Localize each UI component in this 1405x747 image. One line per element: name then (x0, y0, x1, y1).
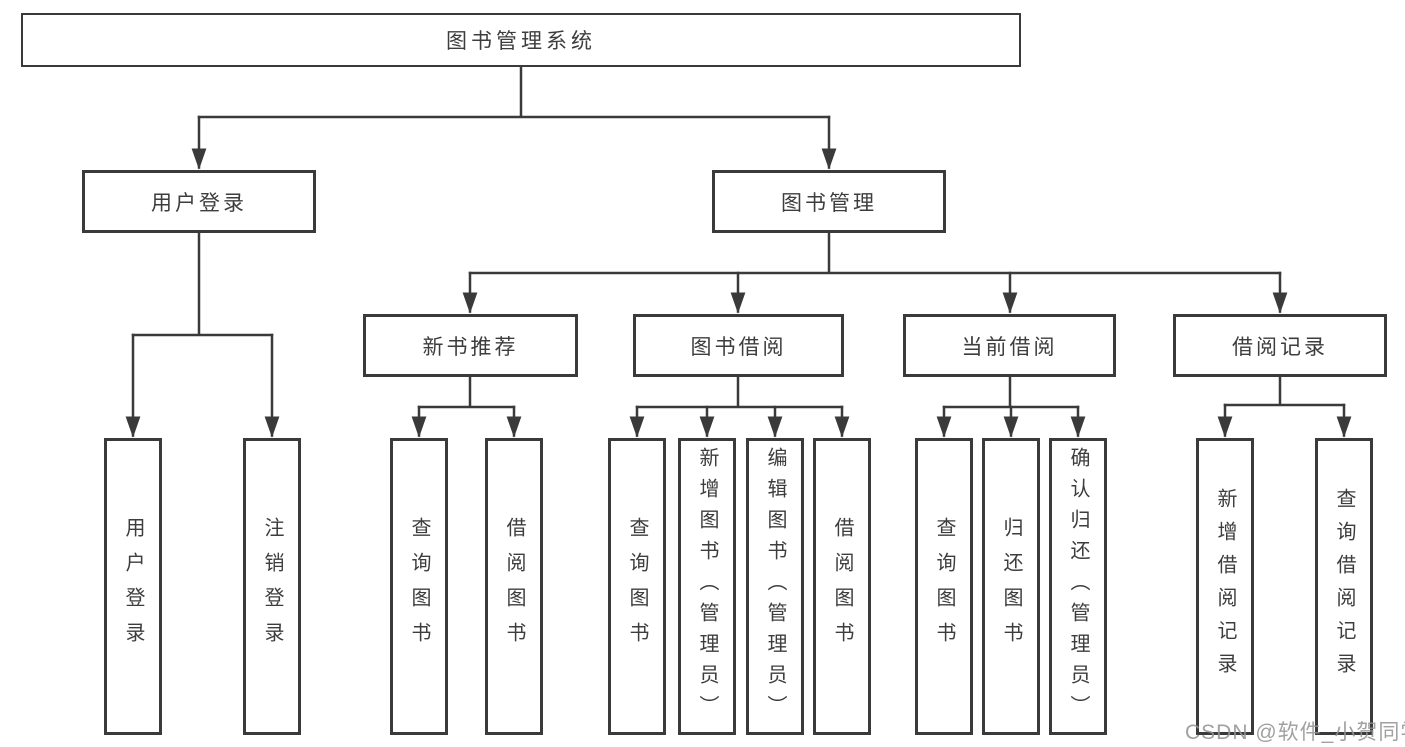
node-book-borrowing: 图书借阅 (633, 314, 844, 377)
node-label: 图书管理系统 (446, 30, 596, 53)
node-borrowing-records: 借阅记录 (1173, 314, 1387, 377)
node-leaf-borrow-books: 借阅图书 (813, 438, 871, 735)
connector-new-book-rec-to-children (411, 375, 522, 438)
node-leaf-return-books: 归还图书 (982, 438, 1040, 735)
connector-user-login-to-children (125, 231, 280, 438)
node-leaf-search-books-borrow: 查询图书 (608, 438, 666, 735)
node-new-book-recommend: 新书推荐 (363, 314, 578, 377)
node-label: 新增借阅记录 (1214, 487, 1236, 686)
node-user-login-group: 用户登录 (82, 170, 316, 233)
node-leaf-logout: 注销登录 (243, 438, 301, 735)
node-leaf-search-books-current: 查询图书 (915, 438, 973, 735)
node-label: 查询图书 (626, 516, 648, 657)
node-label: 新书推荐 (422, 335, 519, 359)
node-leaf-search-borrow-record: 查询借阅记录 (1315, 438, 1373, 735)
node-label: 新增图书（管理员） (696, 447, 718, 726)
connector-root-to-level2 (191, 64, 837, 170)
node-leaf-edit-books-admin: 编辑图书（管理员） (746, 438, 804, 735)
node-label: 查询图书 (408, 516, 430, 657)
node-label: 用户登录 (122, 516, 144, 657)
node-leaf-confirm-return-admin: 确认归还（管理员） (1049, 438, 1107, 735)
node-label: 借阅图书 (503, 516, 525, 657)
node-label: 图书管理 (781, 191, 877, 215)
node-label: 借阅图书 (831, 516, 853, 657)
node-leaf-user-login: 用户登录 (104, 438, 162, 735)
node-label: 图书借阅 (690, 335, 787, 359)
node-label: 查询借阅记录 (1333, 487, 1355, 686)
node-library-management-system: 图书管理系统 (21, 13, 1021, 67)
node-leaf-borrow-books-rec: 借阅图书 (485, 438, 543, 735)
connector-current-borrow-to-children (936, 375, 1086, 438)
node-label: 用户登录 (151, 191, 247, 215)
node-label: 借阅记录 (1232, 335, 1328, 359)
node-label: 当前借阅 (961, 335, 1058, 359)
node-current-borrowing: 当前借阅 (903, 314, 1116, 377)
node-label: 确认归还（管理员） (1067, 447, 1089, 726)
node-label: 编辑图书（管理员） (764, 447, 786, 726)
node-label: 查询图书 (933, 516, 955, 657)
connector-borrow-records-to-children (1217, 375, 1352, 438)
node-leaf-search-books-rec: 查询图书 (390, 438, 448, 735)
node-book-management-group: 图书管理 (712, 170, 946, 233)
node-leaf-add-borrow-record: 新增借阅记录 (1196, 438, 1254, 735)
connector-book-mgmt-to-level3 (462, 231, 1288, 314)
node-label: 归还图书 (1000, 516, 1022, 657)
connector-book-borrow-to-children (629, 375, 850, 438)
node-label: 注销登录 (261, 516, 283, 657)
csdn-watermark: CSDN @软件_小贺同学 (1185, 721, 1405, 744)
node-leaf-add-books-admin: 新增图书（管理员） (678, 438, 736, 735)
